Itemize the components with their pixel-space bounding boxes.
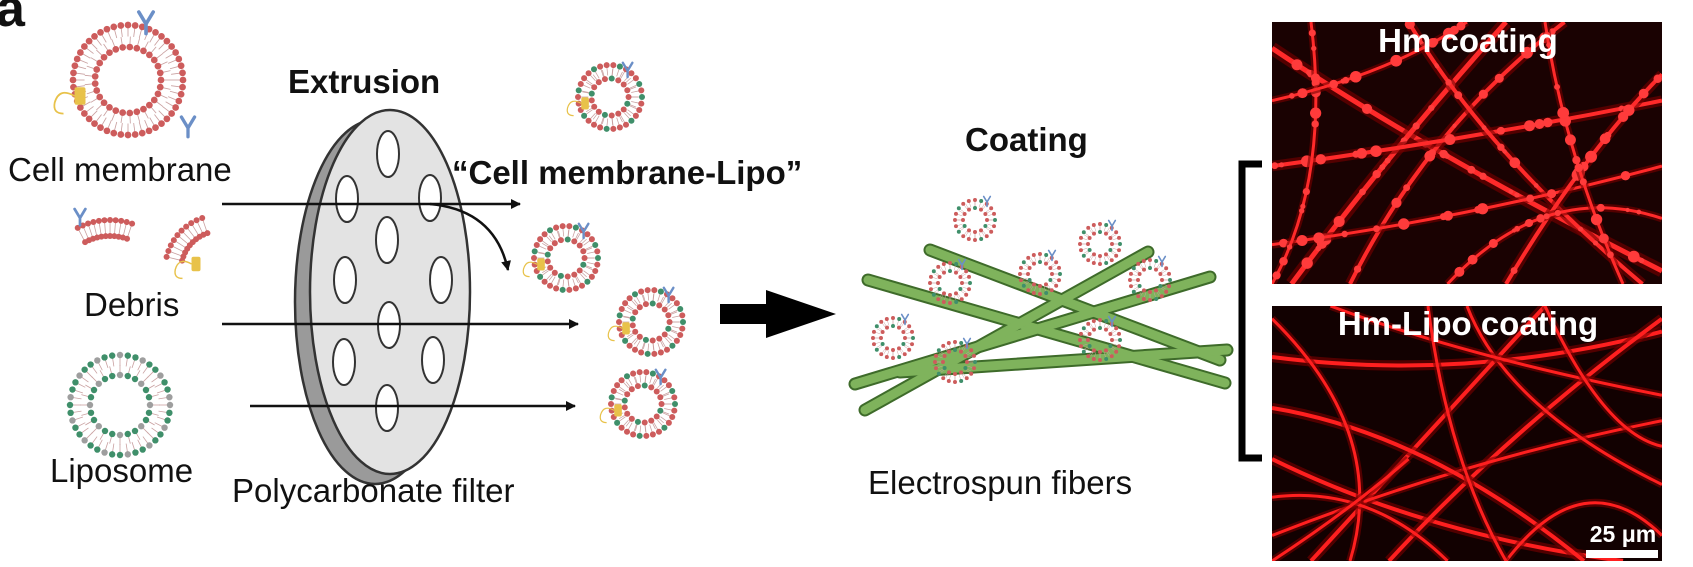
coated-vesicle-icon bbox=[1078, 315, 1122, 362]
comparison-bracket bbox=[1238, 160, 1262, 462]
hm-coating-title: Hm coating bbox=[1378, 22, 1558, 59]
scale-bar bbox=[1586, 550, 1658, 558]
electrospun-fibers-icon bbox=[848, 243, 1234, 417]
fibers-label: Electrospun fibers bbox=[868, 464, 1132, 501]
coated-vesicle-icon bbox=[1078, 219, 1122, 266]
hybrid-vesicle-icon bbox=[607, 286, 687, 357]
flow-arrows bbox=[222, 199, 579, 411]
process-arrow-icon bbox=[720, 290, 836, 338]
coated-vesicle-icon bbox=[928, 258, 972, 305]
liposome-label: Liposome bbox=[50, 452, 193, 489]
polycarbonate-filter-icon bbox=[293, 108, 472, 486]
coated-vesicle-icon bbox=[953, 195, 997, 242]
coated-vesicle-icon bbox=[933, 337, 977, 384]
hybrid-vesicle-icon bbox=[522, 222, 602, 293]
cell-membrane-label: Cell membrane bbox=[8, 151, 232, 188]
liposome-icon bbox=[66, 351, 174, 459]
cell-membrane-lipo-label: “Cell membrane-Lipo” bbox=[452, 154, 802, 191]
coated-vesicle-icons bbox=[871, 195, 1172, 384]
cell-membrane-vesicle-icon bbox=[53, 10, 197, 139]
coated-vesicle-icon bbox=[1128, 255, 1172, 302]
hybrid-vesicle-icon bbox=[599, 368, 679, 439]
extrusion-label: Extrusion bbox=[288, 63, 440, 100]
panel-label: a bbox=[0, 0, 26, 38]
hm-lipo-coating-title: Hm-Lipo coating bbox=[1338, 305, 1598, 342]
hm-coating-micrograph bbox=[1272, 22, 1662, 284]
filter-label: Polycarbonate filter bbox=[232, 472, 514, 509]
scale-bar-label: 25 μm bbox=[1590, 521, 1657, 547]
hm-lipo-coating-micrograph bbox=[1272, 306, 1662, 561]
coated-vesicle-icon bbox=[1018, 249, 1062, 296]
coating-label: Coating bbox=[965, 121, 1088, 158]
debris-fragment-icon bbox=[73, 207, 211, 280]
hybrid-vesicle-icon bbox=[566, 61, 646, 132]
coated-vesicle-icon bbox=[871, 313, 915, 360]
debris-label: Debris bbox=[84, 286, 179, 323]
